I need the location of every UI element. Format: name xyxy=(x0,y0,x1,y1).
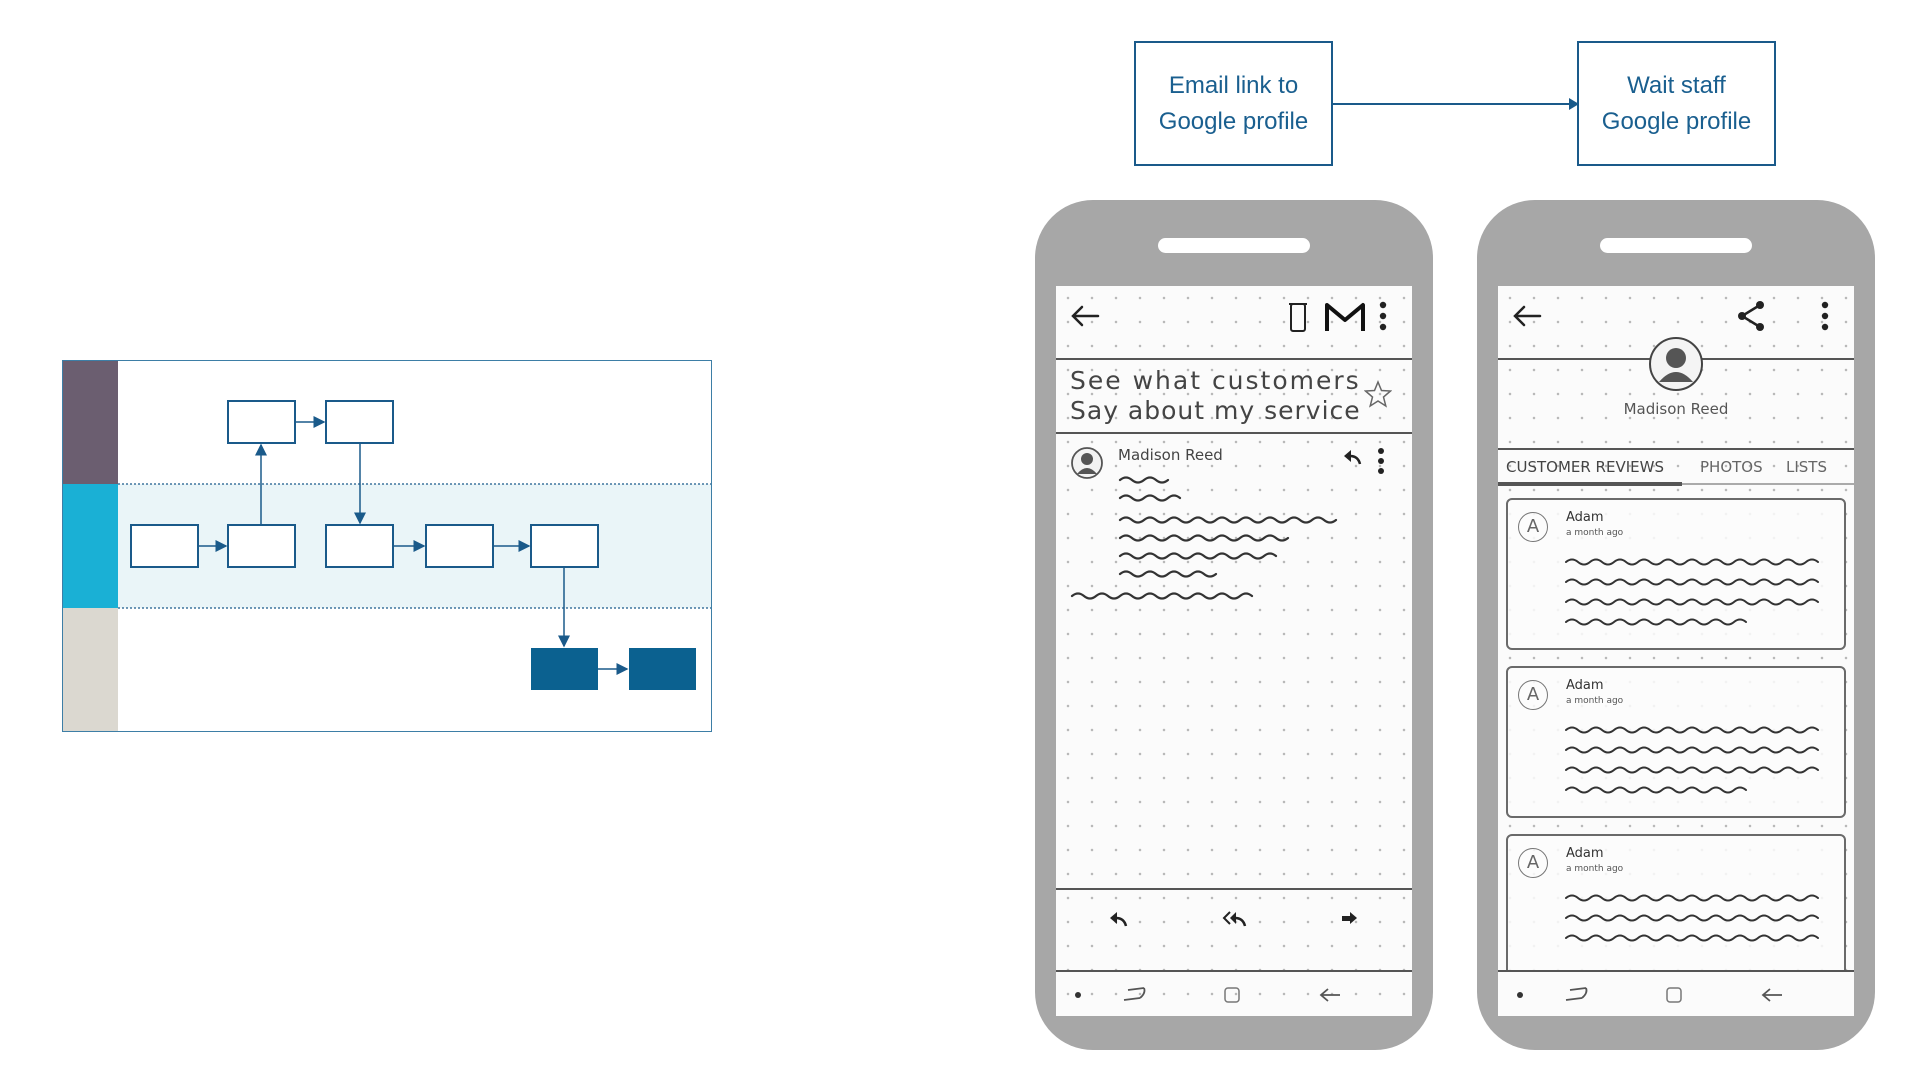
android-nav-bar xyxy=(1517,987,1782,1003)
active-tab-indicator xyxy=(1498,482,1682,486)
bottom-reply-icon[interactable] xyxy=(1108,910,1128,928)
phone-profile-mockup: Madison Reed CUSTOMER REVIEWS PHOTOS LIS… xyxy=(1477,200,1875,1050)
back-arrow-icon[interactable] xyxy=(1070,304,1100,328)
nav-back-icon[interactable] xyxy=(1319,988,1340,1002)
reply-all-icon[interactable] xyxy=(1222,910,1248,928)
flow-step-wait-staff-line1: Wait staff xyxy=(1627,71,1726,99)
reply-icon[interactable] xyxy=(1342,448,1362,466)
tab-customer-reviews[interactable]: CUSTOMER REVIEWS xyxy=(1506,458,1664,476)
tab-photos[interactable]: PHOTOS xyxy=(1700,458,1763,476)
flow-connector-arrow xyxy=(1333,98,1579,110)
nav-dot-icon xyxy=(1517,992,1523,998)
phone-profile-screen: Madison Reed CUSTOMER REVIEWS PHOTOS LIS… xyxy=(1498,286,1854,1016)
phone-speaker xyxy=(1600,238,1752,253)
review-time: a month ago xyxy=(1566,528,1624,538)
review-card[interactable]: A Adam a month ago xyxy=(1506,666,1846,818)
subject-divider xyxy=(1056,432,1412,434)
sender-avatar-icon xyxy=(1071,447,1103,479)
nav-back-icon[interactable] xyxy=(1761,988,1782,1002)
node-mid-1 xyxy=(130,524,199,568)
profile-avatar-icon xyxy=(1649,337,1703,391)
toolbar-divider xyxy=(1056,358,1412,360)
nav-recents-icon[interactable] xyxy=(1565,987,1588,1001)
message-more-vert-icon[interactable] xyxy=(1376,446,1386,476)
nav-home-icon[interactable] xyxy=(1666,987,1682,1003)
navbar-divider xyxy=(1498,970,1854,972)
phone-email-screen: See what customers Say about my service … xyxy=(1056,286,1412,1016)
profile-name: Madison Reed xyxy=(1623,400,1729,418)
review-text-scribble xyxy=(1565,558,1819,626)
navbar-divider xyxy=(1056,970,1412,972)
more-vert-icon[interactable] xyxy=(1820,300,1830,332)
flow-step-email-link: Email link to Google profile xyxy=(1134,41,1333,166)
node-mid-5 xyxy=(530,524,599,568)
node-bottom-1 xyxy=(531,648,598,690)
review-text-scribble xyxy=(1565,894,1819,942)
tab-lists[interactable]: LISTS xyxy=(1786,458,1827,476)
gmail-icon[interactable] xyxy=(1324,300,1366,334)
node-top-1 xyxy=(227,400,296,444)
swimlane-border xyxy=(62,360,712,732)
lane-2-header xyxy=(62,484,118,608)
profile-divider xyxy=(1498,448,1854,450)
swimlane-diagram-svg xyxy=(62,360,712,732)
share-icon[interactable] xyxy=(1736,300,1766,332)
review-author: Adam xyxy=(1566,846,1604,861)
flow-step-wait-staff-line2: Google profile xyxy=(1601,107,1752,135)
flow-step-wait-staff-profile: Wait staff Google profile xyxy=(1577,41,1776,166)
android-nav-bar xyxy=(1075,987,1340,1003)
lane-1-header xyxy=(62,360,118,484)
phone-email-mockup: See what customers Say about my service … xyxy=(1035,200,1433,1050)
navbar-background xyxy=(1498,970,1854,1016)
nav-dot-icon xyxy=(1075,992,1081,998)
flow-step-email-link-line1: Email link to xyxy=(1168,71,1299,99)
email-body-scribble xyxy=(1070,476,1338,600)
node-bottom-2 xyxy=(629,648,696,690)
flow-step-email-link-line2: Google profile xyxy=(1158,107,1309,135)
reviewer-avatar-icon: A xyxy=(1518,680,1548,710)
review-author: Adam xyxy=(1566,510,1604,525)
review-time: a month ago xyxy=(1566,864,1624,874)
actions-divider xyxy=(1056,888,1412,890)
reviewer-avatar-icon: A xyxy=(1518,848,1548,878)
review-time: a month ago xyxy=(1566,696,1624,706)
review-text-scribble xyxy=(1565,726,1819,794)
tabs-divider xyxy=(1682,483,1854,485)
node-mid-2 xyxy=(227,524,296,568)
node-top-2 xyxy=(325,400,394,444)
reviewer-avatar-icon: A xyxy=(1518,512,1548,542)
review-author: Adam xyxy=(1566,678,1604,693)
nav-recents-icon[interactable] xyxy=(1123,987,1146,1001)
email-subject-line1: See what customers xyxy=(1070,366,1361,395)
node-mid-4 xyxy=(425,524,494,568)
forward-icon[interactable] xyxy=(1340,910,1360,928)
lane-3-header xyxy=(62,608,118,732)
back-arrow-icon[interactable] xyxy=(1512,304,1542,328)
swimlane-diagram xyxy=(62,360,712,732)
node-mid-3 xyxy=(325,524,394,568)
phone-trash-icon[interactable] xyxy=(1288,300,1308,334)
sender-name: Madison Reed xyxy=(1118,446,1223,464)
email-subject-line2: Say about my service xyxy=(1070,396,1361,425)
nav-home-icon[interactable] xyxy=(1224,987,1240,1003)
phone-speaker xyxy=(1158,238,1310,253)
more-vert-icon[interactable] xyxy=(1378,300,1388,332)
review-card[interactable]: A Adam a month ago xyxy=(1506,498,1846,650)
star-icon[interactable] xyxy=(1364,380,1392,408)
